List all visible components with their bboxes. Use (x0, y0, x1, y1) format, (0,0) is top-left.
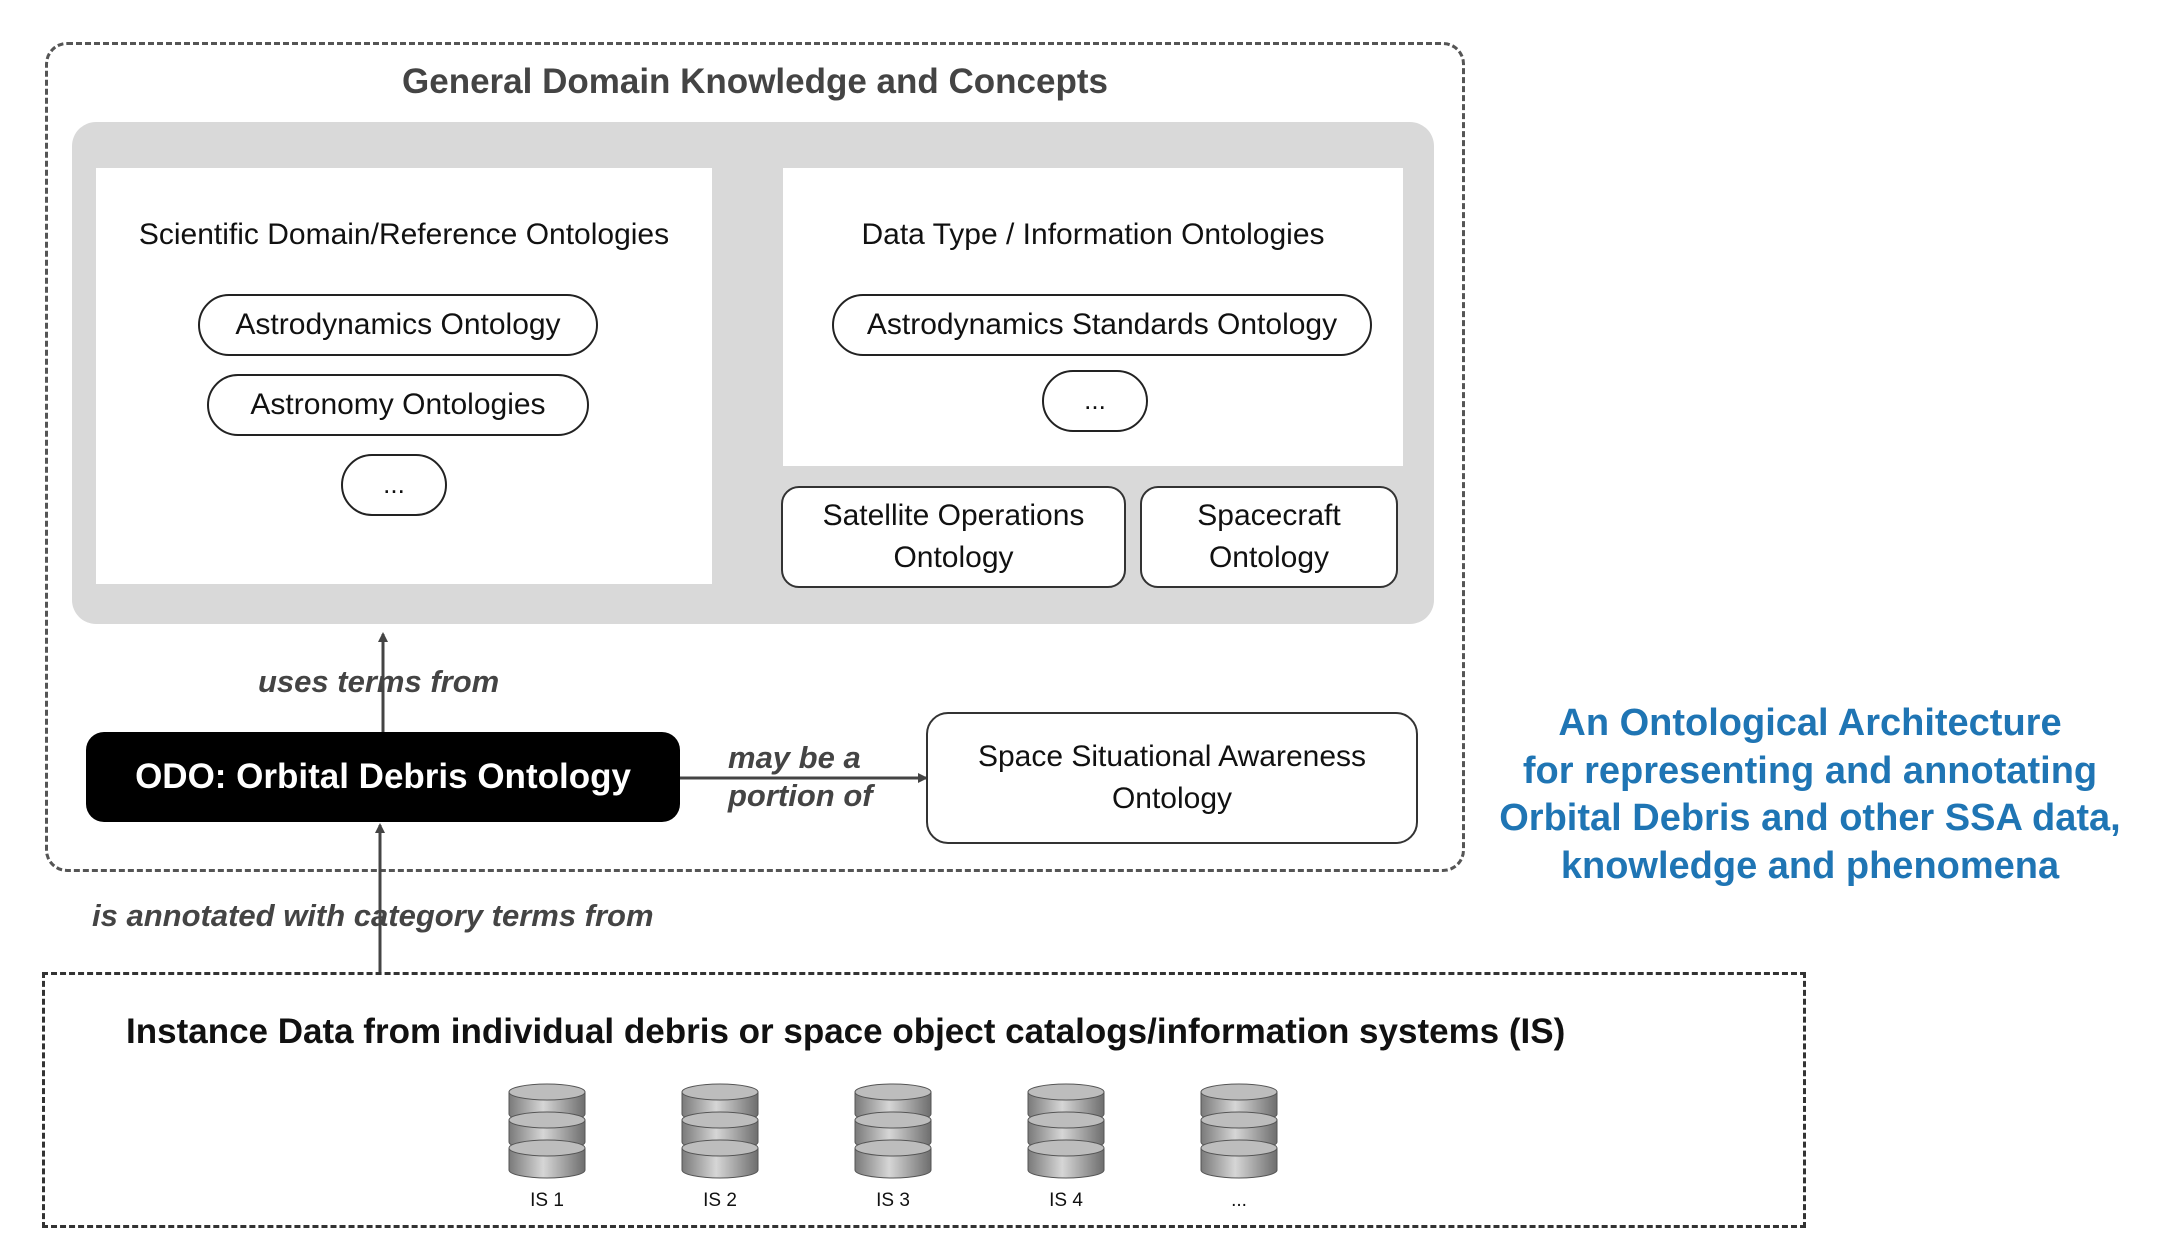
database-icon (680, 1082, 760, 1182)
astronomy-ontologies-pill: Astronomy Ontologies (207, 374, 589, 436)
satellite-operations-line1: Satellite Operations (822, 499, 1085, 532)
uses-terms-label: uses terms from (258, 664, 500, 699)
database-label: IS 2 (703, 1190, 737, 1211)
portion-of-label-line2: portion of (728, 778, 873, 813)
database-icon (853, 1082, 933, 1182)
ssa-line1: Space Situational Awareness (977, 740, 1367, 773)
architecture-title-line1: An Ontological Architecture (1558, 702, 2062, 744)
annotated-label: is annotated with category terms from (92, 898, 654, 933)
architecture-title: An Ontological Architecture for represen… (1460, 700, 2160, 890)
scientific-more-pill: ... (341, 454, 447, 516)
database-label: ... (1231, 1190, 1247, 1211)
database-label: IS 1 (530, 1190, 564, 1211)
database-label: IS 4 (1049, 1190, 1083, 1211)
database-icon (1199, 1082, 1279, 1182)
instance-data-title: Instance Data from individual debris or … (126, 1012, 1566, 1051)
database-icon (507, 1082, 587, 1182)
satellite-operations-box: Satellite Operations Ontology (781, 486, 1126, 588)
odo-box: ODO: Orbital Debris Ontology (86, 732, 680, 822)
general-domain-frame (45, 42, 1465, 872)
architecture-title-line2: for representing and annotating (1522, 749, 2098, 792)
data-type-more-pill: ... (1042, 370, 1148, 432)
astrodynamics-standards-pill: Astrodynamics Standards Ontology (832, 294, 1372, 356)
database-icon (1026, 1082, 1106, 1182)
architecture-title-line3: Orbital Debris and other SSA data, (1499, 797, 2121, 839)
database-label: IS 3 (876, 1190, 910, 1211)
satellite-operations-line2: Ontology (893, 541, 1014, 574)
ssa-line2: Ontology (1111, 782, 1233, 815)
spacecraft-line2: Ontology (1208, 541, 1330, 574)
ssa-ontology-box: Space Situational Awareness Ontology (926, 712, 1418, 844)
scientific-domain-title: Scientific Domain/Reference Ontologies (138, 218, 670, 251)
spacecraft-box: Spacecraft Ontology (1140, 486, 1398, 588)
general-domain-title: General Domain Knowledge and Concepts (402, 62, 1108, 101)
spacecraft-line1: Spacecraft (1197, 499, 1341, 532)
architecture-title-line4: knowledge and phenomena (1560, 844, 2060, 887)
data-type-title: Data Type / Information Ontologies (861, 218, 1325, 251)
instance-data-frame (42, 972, 1806, 1228)
portion-of-label-line1: may be a (728, 740, 861, 775)
astrodynamics-ontology-pill: Astrodynamics Ontology (198, 294, 598, 356)
